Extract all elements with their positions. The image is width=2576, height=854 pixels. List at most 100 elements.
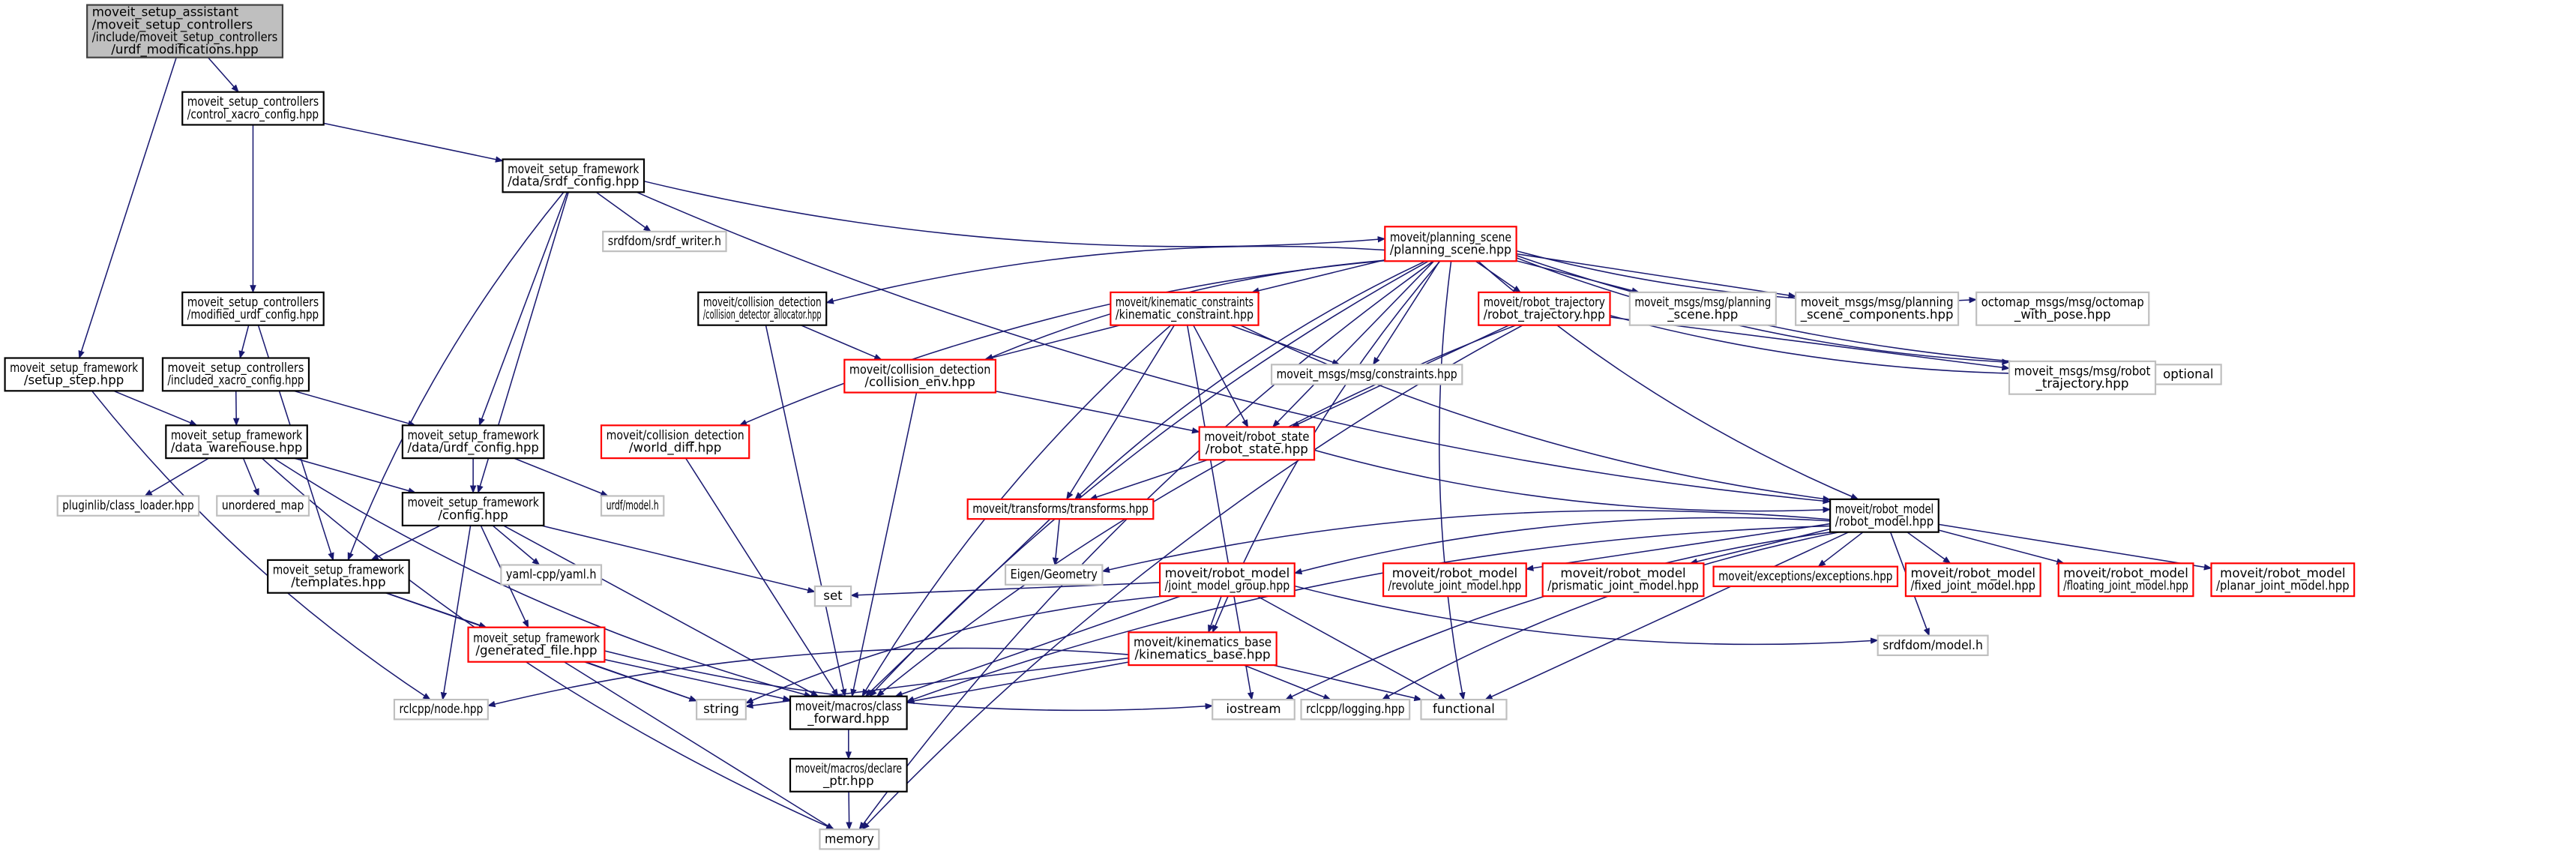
node-box — [1877, 634, 1989, 657]
node-box — [2210, 562, 2356, 598]
node-label-line: /setup_step.hpp — [24, 373, 124, 388]
node-label-line: /collision_env.hpp — [864, 375, 975, 390]
edge-planning_scene-to-memory — [858, 260, 1434, 831]
node-data-warehouse[interactable]: moveit_setup_framework/data_warehouse.hp… — [165, 424, 308, 460]
node-srdfdom-model: srdfdom/model.h — [1877, 634, 1989, 657]
node-world-diff[interactable]: moveit/collision_detection/world_diff.hp… — [600, 424, 750, 460]
node-rclcpp-logging: rclcpp/logging.hpp — [1300, 699, 1411, 721]
node-fixed-joint-model[interactable]: moveit/robot_model/fixed_joint_model.hpp — [1904, 562, 2041, 598]
node-included-xacro-config[interactable]: moveit_setup_controllers/included_xacro_… — [161, 357, 310, 392]
node-box — [600, 495, 665, 517]
node-srdf-config[interactable]: moveit_setup_framework/data/srdf_config.… — [502, 158, 645, 193]
edge-config-to-rclcpp_node — [440, 525, 472, 701]
node-robot-state[interactable]: moveit/robot_state/robot_state.hpp — [1198, 426, 1316, 461]
node-label-line: moveit_setup_framework — [171, 428, 303, 443]
node-label-line: /generated_file.hpp — [475, 643, 597, 658]
node-label-line: /prismatic_joint_model.hpp — [1547, 579, 1699, 594]
edge-urdf_config-to-urdf_model — [514, 457, 609, 497]
edge-control_xacro_config-to-srdf_config — [323, 122, 504, 163]
node-planar-joint-model[interactable]: moveit/robot_model/planar_joint_model.hp… — [2210, 562, 2356, 598]
node-generated-file[interactable]: moveit_setup_framework/generated_file.hp… — [467, 626, 606, 663]
node-urdf-config[interactable]: moveit_setup_framework/data/urdf_config.… — [401, 424, 545, 460]
node-config[interactable]: moveit_setup_framework/config.hpp — [401, 492, 545, 527]
edge-transforms-to-eigen_geometry — [1052, 519, 1060, 566]
node-kinematics-base[interactable]: moveit/kinematics_base/kinematics_base.h… — [1128, 631, 1278, 667]
node-box — [1128, 631, 1278, 667]
node-label-line: moveit_msgs/msg/constraints.hpp — [1277, 367, 1457, 382]
node-label-line: /modified_urdf_config.hpp — [187, 307, 319, 322]
node-templates[interactable]: moveit_setup_framework/templates.hpp — [267, 559, 410, 594]
node-label-line: _trajectory.hpp — [2035, 376, 2129, 391]
node-label-line: rclcpp/logging.hpp — [1306, 702, 1404, 716]
node-floating-joint-model[interactable]: moveit/robot_model/floating_joint_model.… — [2057, 562, 2194, 598]
node-label-line: /include/moveit_setup_controllers — [92, 30, 278, 45]
node-kinematic-constraint[interactable]: moveit/kinematic_constraints/kinematic_c… — [1110, 291, 1260, 326]
node-transforms[interactable]: moveit/transforms/transforms.hpp — [966, 498, 1155, 520]
node-octomap-with-pose: octomap_msgs/msg/octomap_with_pose.hpp — [1975, 291, 2150, 326]
node-box — [86, 4, 284, 58]
node-box — [1384, 226, 1517, 262]
edge-robot_state-to-transforms — [1089, 459, 1209, 500]
edge-joint_model_group-to-set — [850, 582, 1161, 598]
node-setup-step[interactable]: moveit_setup_framework/setup_step.hpp — [4, 357, 144, 392]
node-collision-detector-allocator[interactable]: moveit/collision_detection/collision_det… — [697, 291, 828, 326]
node-label-line: /world_diff.hpp — [629, 441, 721, 456]
node-planning-scene[interactable]: moveit/planning_scene/planning_scene.hpp — [1384, 226, 1517, 262]
node-box — [161, 357, 310, 392]
node-revolute-joint-model[interactable]: moveit/robot_model/revolute_joint_model.… — [1382, 562, 1527, 598]
node-box — [1829, 498, 1939, 533]
node-box — [966, 498, 1155, 520]
node-label-line: rclcpp/node.hpp — [399, 702, 483, 716]
node-eigen-geometry: Eigen/Geometry — [1004, 564, 1104, 586]
edge-collision_env-to-class_forward — [850, 392, 918, 697]
node-label-line: _scene.hpp — [1667, 307, 1738, 322]
edge-world_diff-to-class_forward — [685, 457, 839, 697]
node-declare-ptr[interactable]: moveit/macros/declare_ptr.hpp — [789, 757, 908, 793]
edge-planning_scene-to-world_diff — [738, 259, 1385, 427]
node-box — [1628, 291, 1777, 326]
node-label-line: moveit/collision_detection — [703, 295, 822, 310]
edge-included_xacro_config-to-urdf_config — [293, 390, 416, 427]
node-label-line: /fixed_joint_model.hpp — [1911, 579, 2036, 594]
edge-robot_state-to-robot_model — [1313, 449, 1832, 514]
node-box — [401, 424, 545, 460]
edge-planning_scene-to-robot_state — [1272, 260, 1435, 428]
node-label-line: moveit/macros/class — [795, 699, 902, 713]
node-box — [789, 695, 908, 730]
edge-planning_scene-to-transforms — [1074, 260, 1426, 500]
node-box — [1712, 565, 1899, 588]
edge-srdf_config-to-srdf_writer — [595, 191, 652, 232]
edge-data_warehouse-to-class_forward — [273, 457, 813, 698]
edge-joint_model_group-to-functional — [1257, 595, 1447, 700]
node-label-line: moveit/robot_model — [1911, 566, 2036, 581]
node-label-line: /robot_state.hpp — [1206, 442, 1308, 457]
edge-srdf_config-to-urdf_config — [478, 192, 568, 427]
node-optional: optional — [2154, 364, 2222, 385]
edge-data_warehouse-to-unordered_map — [242, 457, 259, 497]
node-label-line: Eigen/Geometry — [1011, 568, 1098, 582]
node-box — [401, 492, 545, 527]
node-joint-model-group[interactable]: moveit/robot_model/joint_model_group.hpp — [1158, 562, 1295, 598]
node-prismatic-joint-model[interactable]: moveit/robot_model/prismatic_joint_model… — [1541, 562, 1705, 598]
node-robot-model[interactable]: moveit/robot_model/robot_model.hpp — [1829, 498, 1939, 533]
node-label-line: moveit_setup_assistant — [92, 5, 239, 20]
node-box — [2154, 364, 2222, 385]
node-box — [819, 829, 880, 850]
node-control-xacro-config[interactable]: moveit_setup_controllers/control_xacro_c… — [181, 91, 325, 126]
node-box — [56, 495, 200, 517]
edge-kinematic_constraint-to-class_forward — [861, 325, 1172, 697]
node-exceptions[interactable]: moveit/exceptions/exceptions.hpp — [1712, 565, 1899, 588]
node-rclcpp-node: rclcpp/node.hpp — [393, 699, 489, 721]
node-label-line: srdfdom/model.h — [1883, 638, 1983, 652]
edge-robot_model-to-class_forward — [906, 525, 1831, 703]
edge-kinematics_base-to-functional — [1273, 664, 1423, 702]
node-msg-robot-trajectory: moveit_msgs/msg/robot_trajectory.hpp — [2008, 360, 2157, 395]
node-class-forward[interactable]: moveit/macros/class_forward.hpp — [789, 695, 908, 730]
node-box — [1904, 562, 2041, 598]
node-modified-urdf-config[interactable]: moveit_setup_controllers/modified_urdf_c… — [181, 291, 325, 326]
node-robot-trajectory[interactable]: moveit/robot_trajectory/robot_trajectory… — [1478, 291, 1611, 326]
node-urdf-modifications[interactable]: moveit_setup_assistant/moveit_setup_cont… — [86, 4, 284, 58]
node-box — [1478, 291, 1611, 326]
node-yaml: yaml-cpp/yaml.h — [500, 564, 603, 586]
node-collision-env[interactable]: moveit/collision_detection/collision_env… — [843, 358, 997, 394]
